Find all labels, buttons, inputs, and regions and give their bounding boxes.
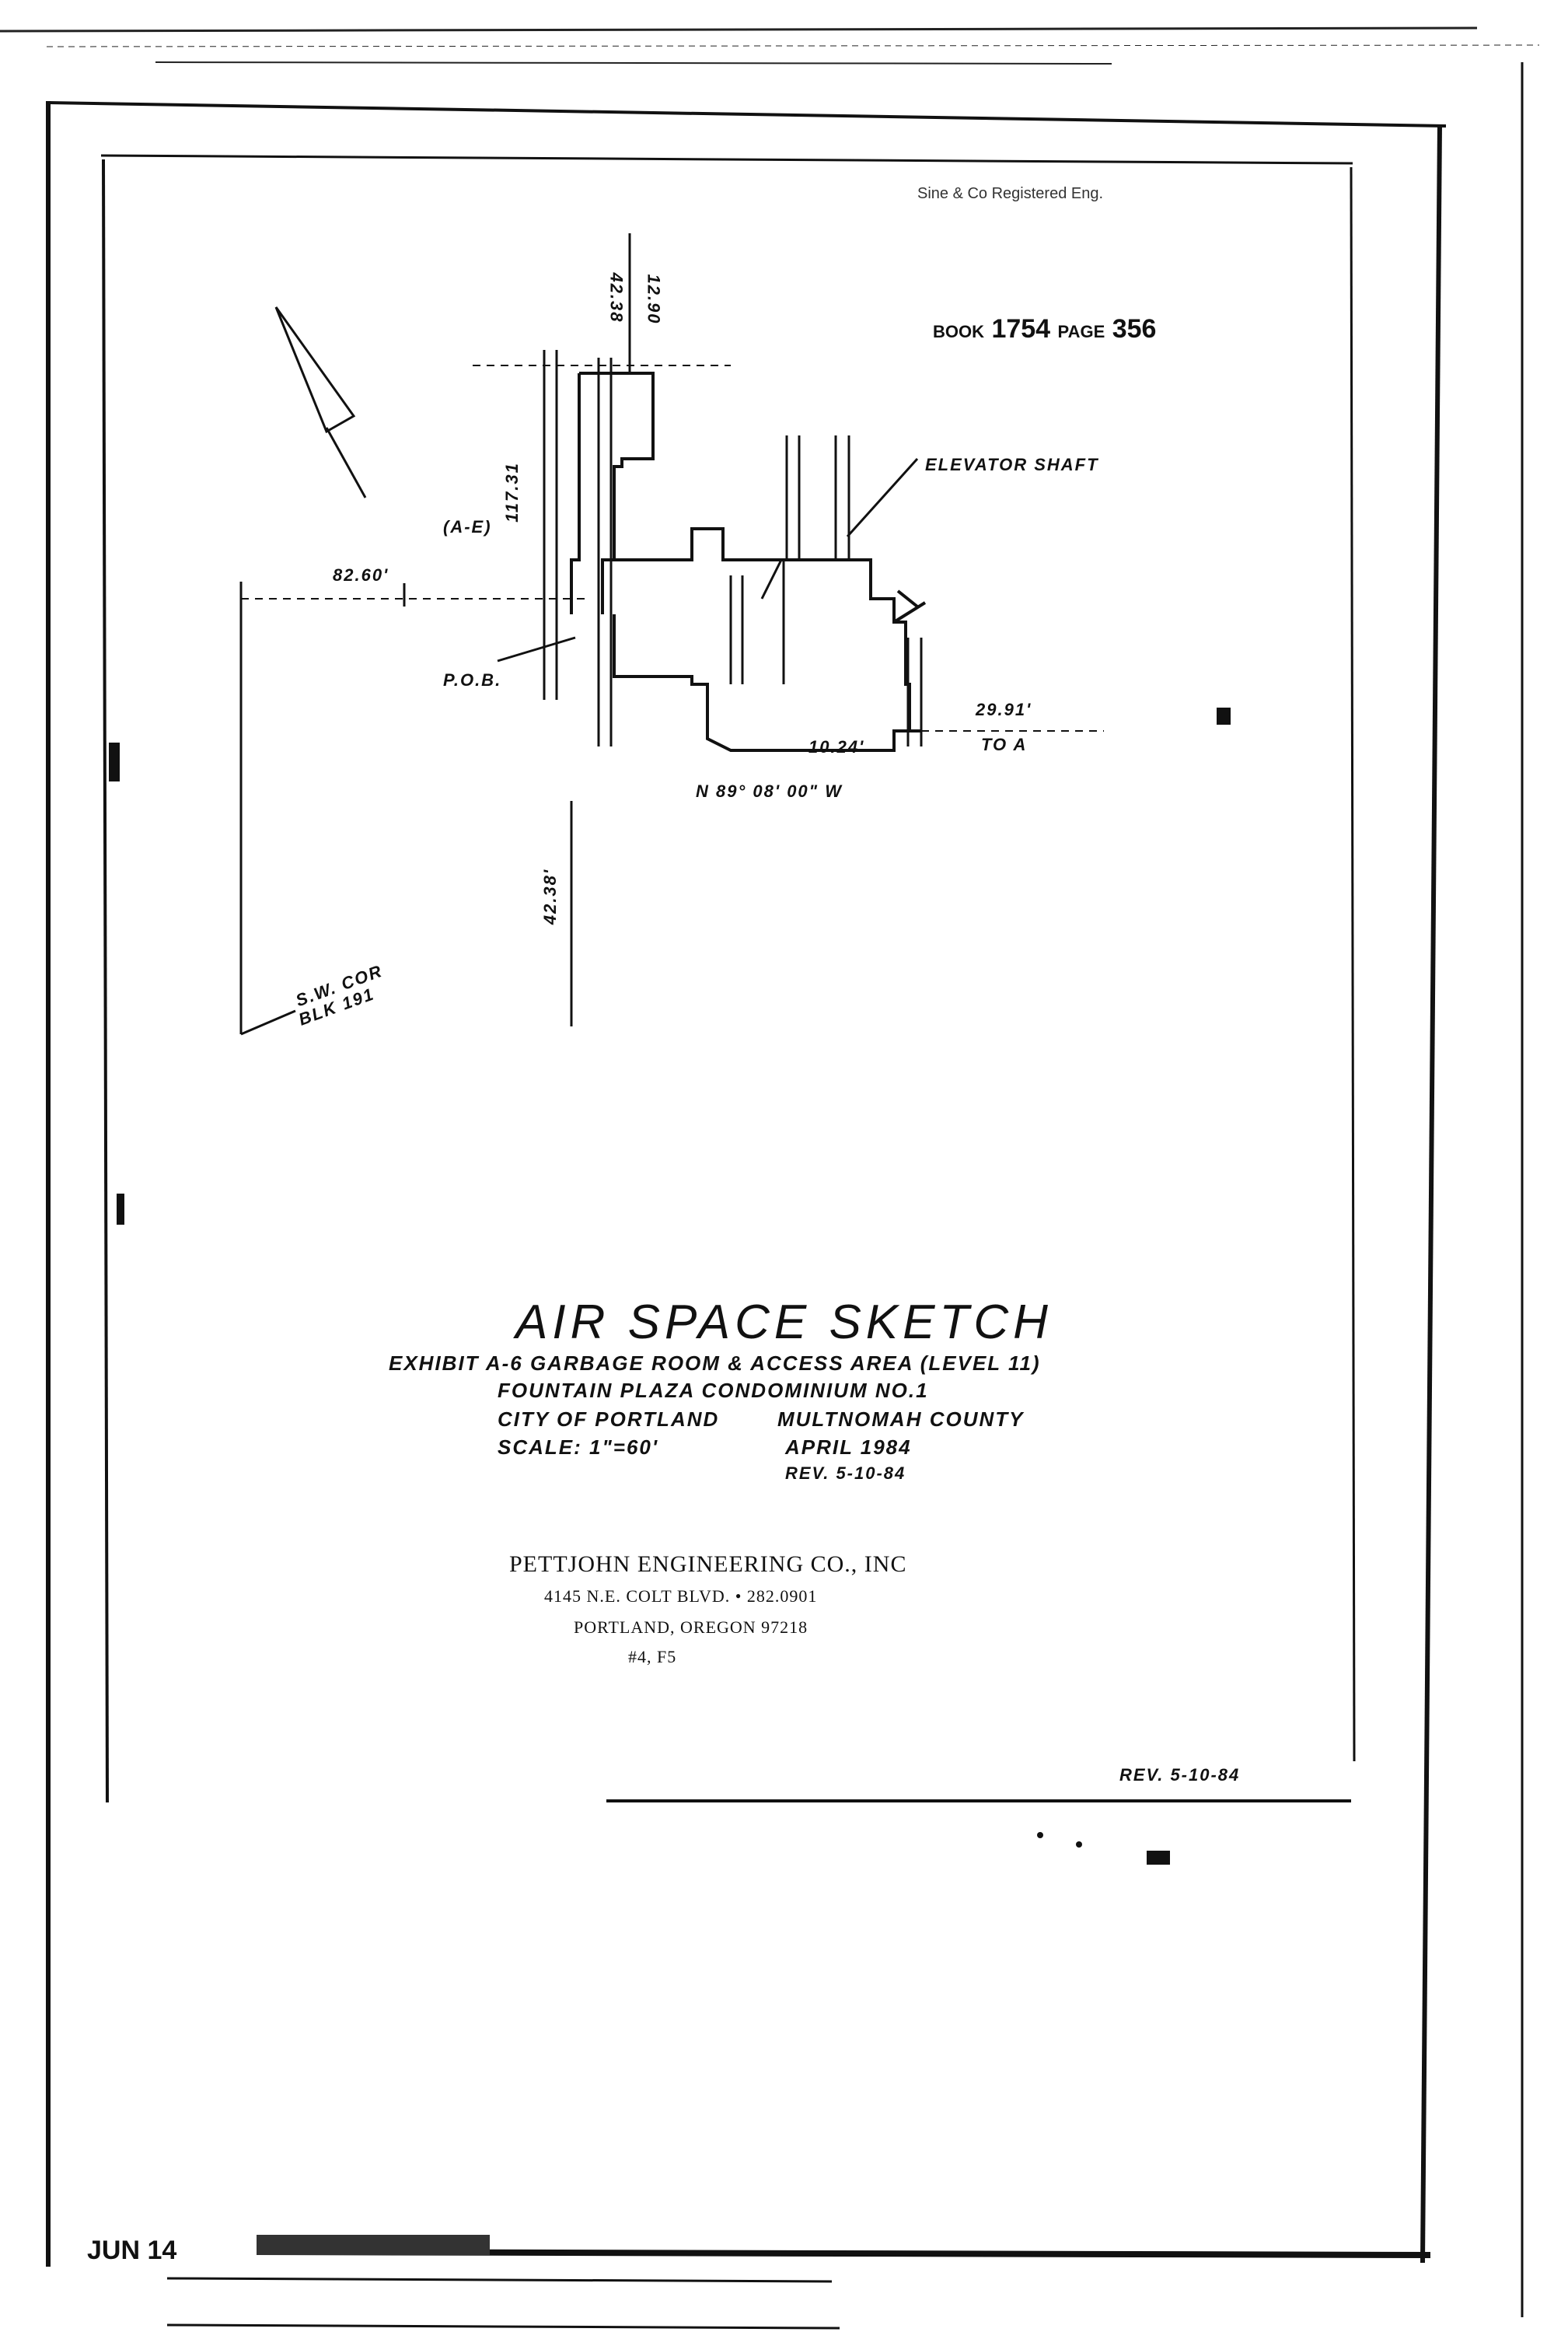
project-name: FOUNTAIN PLAZA CONDOMINIUM NO.1 xyxy=(498,1379,929,1402)
county-label: MULTNOMAH COUNTY xyxy=(777,1407,1025,1431)
document-title: AIR SPACE SKETCH xyxy=(515,1295,1053,1349)
book-page-reference: BOOK 1754 PAGE 356 xyxy=(933,314,1156,344)
pob-label: P.O.B. xyxy=(443,670,502,690)
north-arrow-icon xyxy=(274,306,367,498)
revision-note: REV. 5-10-84 xyxy=(1119,1765,1241,1785)
book-number: 1754 xyxy=(991,314,1051,344)
scan-specks xyxy=(109,708,1231,1865)
distance-to-a-label: 29.91' xyxy=(976,700,1032,719)
inner-frame xyxy=(100,154,1356,1803)
company-city: PORTLAND, OREGON 97218 xyxy=(574,1617,808,1637)
certification-stamp: Sine & Co Registered Eng. xyxy=(917,185,1104,202)
book-prefix: BOOK xyxy=(933,322,984,341)
revision-label: REV. 5-10-84 xyxy=(785,1463,906,1483)
receiving-date-stamp: JUN 14 xyxy=(87,2236,177,2265)
air-space-outline xyxy=(570,372,927,752)
dimension-label-4: 42.38' xyxy=(540,868,560,925)
company-name: PETTJOHN ENGINEERING CO., INC xyxy=(509,1551,907,1577)
city-label: CITY OF PORTLAND xyxy=(498,1407,720,1431)
ae-label: (A-E) xyxy=(443,517,492,537)
bottom-lines xyxy=(166,2235,840,2330)
dimension-label-1: 42.38 xyxy=(606,272,627,323)
reference-lines xyxy=(241,365,1104,732)
date-label: APRIL 1984 xyxy=(785,1435,912,1459)
page-number: 356 xyxy=(1112,314,1157,344)
company-code: #4, F5 xyxy=(628,1647,677,1666)
property-lines xyxy=(239,457,919,1036)
building-lines xyxy=(543,233,923,1026)
page-prefix: PAGE xyxy=(1057,322,1105,341)
dimension-label-2: 12.90 xyxy=(644,274,664,325)
left-distance-label: 82.60' xyxy=(333,565,389,585)
scan-top-streaks xyxy=(0,26,1540,65)
dimension-label-5: 10.24' xyxy=(808,737,865,757)
to-a-label: TO A xyxy=(981,735,1028,754)
bearing-label: N 89° 08' 00" W xyxy=(696,781,843,801)
dimension-label-3: 117.31 xyxy=(501,462,522,523)
scale-label: SCALE: 1"=60' xyxy=(498,1435,659,1459)
elevator-shaft-label: ELEVATOR SHAFT xyxy=(925,455,1099,474)
outer-frame xyxy=(46,62,1524,2317)
exhibit-description: EXHIBIT A-6 GARBAGE ROOM & ACCESS AREA (… xyxy=(389,1351,1041,1375)
company-address: 4145 N.E. COLT BLVD. • 282.0901 xyxy=(544,1586,818,1606)
